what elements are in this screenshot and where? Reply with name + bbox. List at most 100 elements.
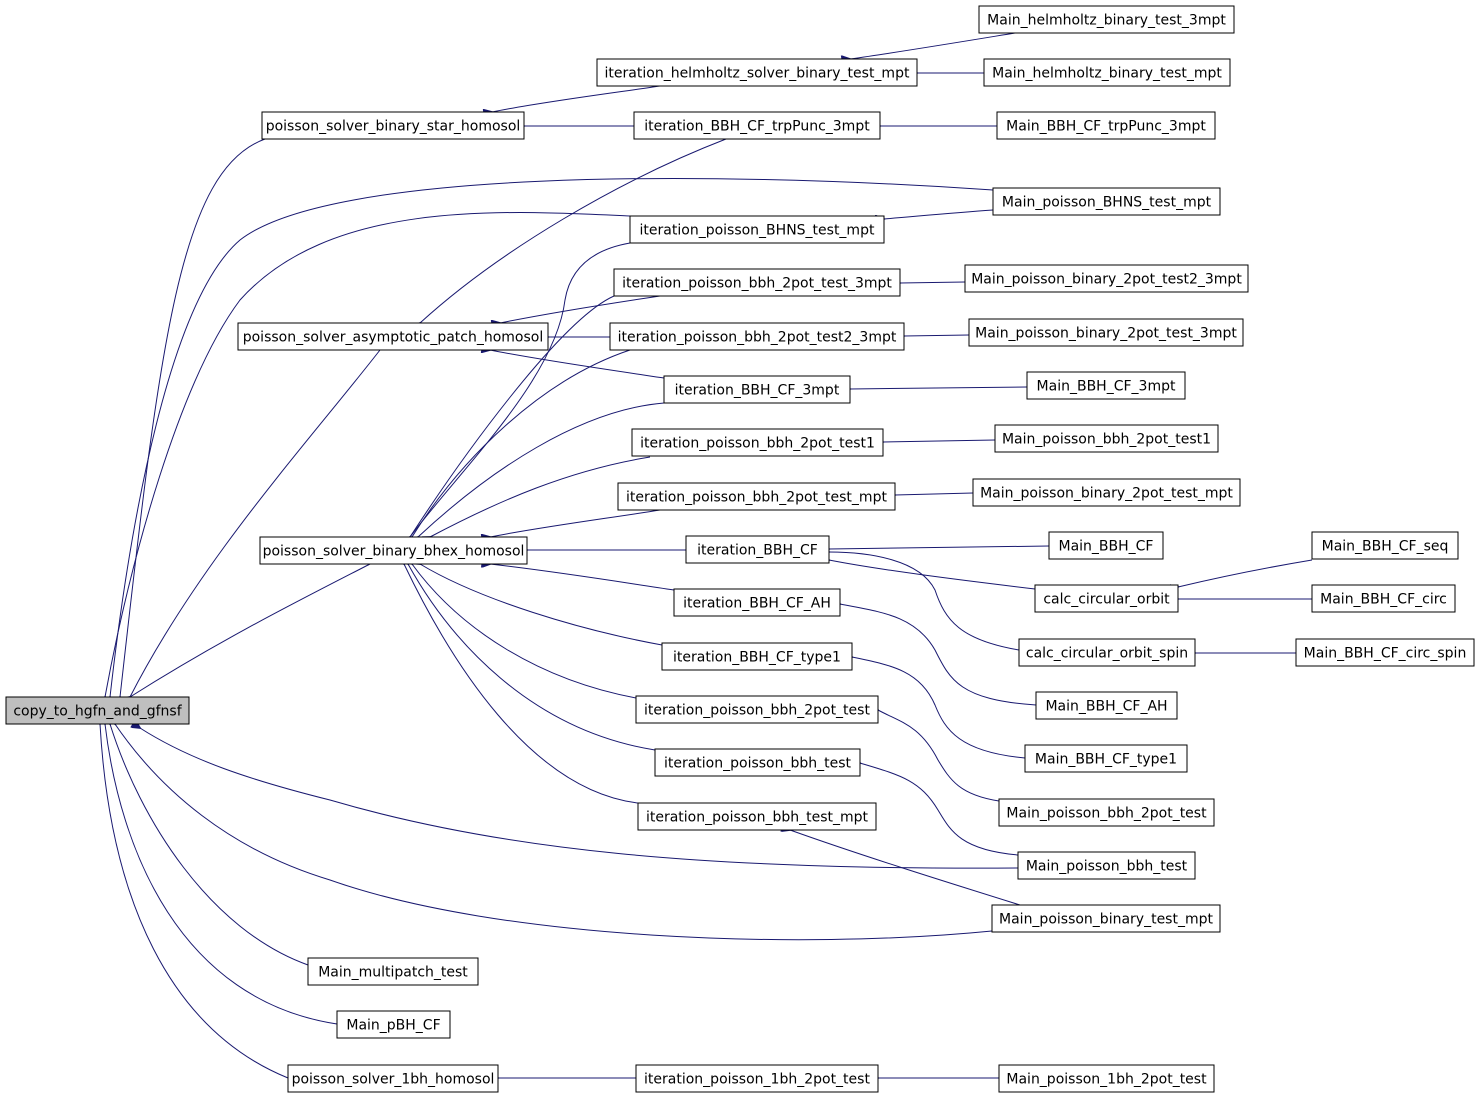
graph-node-n40[interactable]: Main_poisson_1bh_2pot_test [998,1064,1215,1093]
edge-n37-n19 [860,763,1019,856]
node-label: Main_poisson_bbh_test [1026,859,1188,875]
node-box [1311,531,1459,560]
graph-node-n41[interactable]: Main_BBH_CF_seq [1311,531,1459,560]
node-box [996,111,1216,140]
node-label: iteration_poisson_bbh_2pot_test1 [640,436,875,452]
graph-node-n27[interactable]: Main_poisson_binary_2pot_test_3mpt [968,318,1244,347]
graph-node-n0[interactable]: copy_to_hgfn_and_gfnsf [5,696,190,725]
node-box [633,111,881,140]
graph-node-n18[interactable]: iteration_poisson_bbh_2pot_test [635,695,879,724]
edge-n27-n11 [904,335,970,336]
graph-node-n28[interactable]: Main_BBH_CF_3mpt [1026,371,1186,400]
edge-n3-n0 [130,563,371,697]
graph-node-n10[interactable]: iteration_poisson_bbh_2pot_test_3mpt [613,268,901,297]
node-box [685,535,830,564]
node-box [998,1064,1215,1093]
graph-node-n37[interactable]: Main_poisson_bbh_test [1017,851,1196,880]
graph-node-n3[interactable]: poisson_solver_binary_bhex_homosol [259,536,528,565]
graph-node-n36[interactable]: Main_poisson_bbh_2pot_test [998,798,1215,827]
node-label: calc_circular_orbit [1043,592,1170,608]
edge-n8-n2 [420,138,727,323]
node-label: iteration_poisson_bbh_test_mpt [646,810,869,826]
node-label: Main_BBH_CF_seq [1322,539,1449,555]
node-box [259,536,528,565]
graph-node-n34[interactable]: Main_BBH_CF_AH [1035,691,1178,720]
edge-n26-n10 [900,282,966,283]
graph-node-n7[interactable]: iteration_helmholtz_solver_binary_test_m… [596,58,918,87]
graph-node-n15[interactable]: iteration_BBH_CF [685,535,830,564]
graph-node-n25[interactable]: Main_poisson_BHNS_test_mpt [992,187,1221,216]
node-label: Main_multipatch_test [318,965,468,981]
graph-node-n5[interactable]: Main_pBH_CF [336,1010,451,1039]
edge-n2-n0 [130,349,381,697]
edge-n34-n16 [840,604,1037,706]
node-box [972,478,1241,507]
graph-node-n14[interactable]: iteration_poisson_bbh_2pot_test_mpt [617,482,896,511]
graph-node-n13[interactable]: iteration_poisson_bbh_2pot_test1 [631,428,884,457]
graph-node-n31[interactable]: Main_BBH_CF [1048,531,1164,560]
node-box [1024,744,1188,773]
edge-n16-n3 [490,564,675,591]
node-box [635,1064,879,1093]
graph-node-n20[interactable]: iteration_poisson_bbh_test_mpt [637,802,877,831]
graph-node-n35[interactable]: Main_BBH_CF_type1 [1024,744,1188,773]
node-box [654,748,861,777]
graph-node-n16[interactable]: iteration_BBH_CF_AH [673,588,841,617]
graph-node-n6[interactable]: poisson_solver_1bh_homosol [287,1064,499,1093]
node-label: Main_poisson_binary_2pot_test2_3mpt [971,272,1242,288]
node-label: iteration_poisson_bbh_2pot_test2_3mpt [618,330,897,346]
node-label: calc_circular_orbit_spin [1026,646,1188,662]
node-box [663,375,851,404]
edge-n11-n3 [412,349,631,537]
node-label: copy_to_hgfn_and_gfnsf [13,704,182,720]
graph-node-n26[interactable]: Main_poisson_binary_2pot_test2_3mpt [964,264,1249,293]
node-label: iteration_BBH_CF_trpPunc_3mpt [644,119,870,135]
graph-node-n43[interactable]: Main_BBH_CF_circ_spin [1295,638,1475,667]
node-box [1017,851,1196,880]
graph-node-n30[interactable]: Main_poisson_binary_2pot_test_mpt [972,478,1241,507]
graph-node-n24[interactable]: Main_BBH_CF_trpPunc_3mpt [996,111,1216,140]
nodes-layer: copy_to_hgfn_and_gfnsf poisson_solver_bin… [5,5,1475,1093]
graph-node-n2[interactable]: poisson_solver_asymptotic_patch_homosol [237,322,549,351]
edge-n18-n3 [412,564,637,699]
node-box [992,187,1221,216]
graph-node-n19[interactable]: iteration_poisson_bbh_test [654,748,861,777]
node-label: iteration_poisson_1bh_2pot_test [644,1072,870,1088]
node-label: iteration_BBH_CF_3mpt [675,383,840,399]
edge-n10-n3 [410,295,615,537]
graph-node-n21[interactable]: iteration_poisson_1bh_2pot_test [635,1064,879,1093]
graph-node-n11[interactable]: iteration_poisson_bbh_2pot_test2_3mpt [609,322,905,351]
edge-n12-n2 [490,350,665,379]
graph-node-n42[interactable]: Main_BBH_CF_circ [1311,584,1456,613]
graph-node-n8[interactable]: iteration_BBH_CF_trpPunc_3mpt [633,111,881,140]
graph-node-n17[interactable]: iteration_BBH_CF_type1 [661,642,853,671]
node-label: iteration_poisson_bbh_2pot_test_3mpt [622,276,892,292]
graph-node-n1[interactable]: poisson_solver_binary_star_homosol [261,111,525,140]
graph-node-n32[interactable]: calc_circular_orbit [1034,584,1179,613]
graph-node-n23[interactable]: Main_helmholtz_binary_test_mpt [983,58,1231,87]
node-box [336,1010,451,1039]
edge-n4-n0 [110,724,309,966]
graph-node-n9[interactable]: iteration_poisson_BHNS_test_mpt [629,215,885,244]
graph-node-n38[interactable]: Main_poisson_binary_test_mpt [991,904,1221,933]
node-label: Main_BBH_CF_AH [1045,699,1167,715]
node-label: Main_poisson_binary_2pot_test_mpt [980,486,1233,502]
node-box [613,268,901,297]
node-label: Main_BBH_CF_trpPunc_3mpt [1006,119,1206,135]
node-label: Main_BBH_CF_3mpt [1037,379,1176,395]
graph-node-n22[interactable]: Main_helmholtz_binary_test_3mpt [978,5,1235,34]
edge-n25-n0 [110,178,994,697]
edge-n31-n15 [829,546,1050,549]
graph-node-n33[interactable]: calc_circular_orbit_spin [1018,638,1196,667]
graph-node-n29[interactable]: Main_poisson_bbh_2pot_test1 [994,424,1219,453]
node-box [637,802,877,831]
node-label: iteration_poisson_BHNS_test_mpt [640,223,875,239]
node-label: iteration_poisson_bbh_2pot_test [644,703,870,719]
edge-n13-n3 [430,456,651,537]
graph-node-n4[interactable]: Main_multipatch_test [307,957,479,986]
node-label: poisson_solver_asymptotic_patch_homosol [243,330,544,346]
graph-node-n12[interactable]: iteration_BBH_CF_3mpt [663,375,851,404]
node-box [609,322,905,351]
node-box [1034,584,1179,613]
